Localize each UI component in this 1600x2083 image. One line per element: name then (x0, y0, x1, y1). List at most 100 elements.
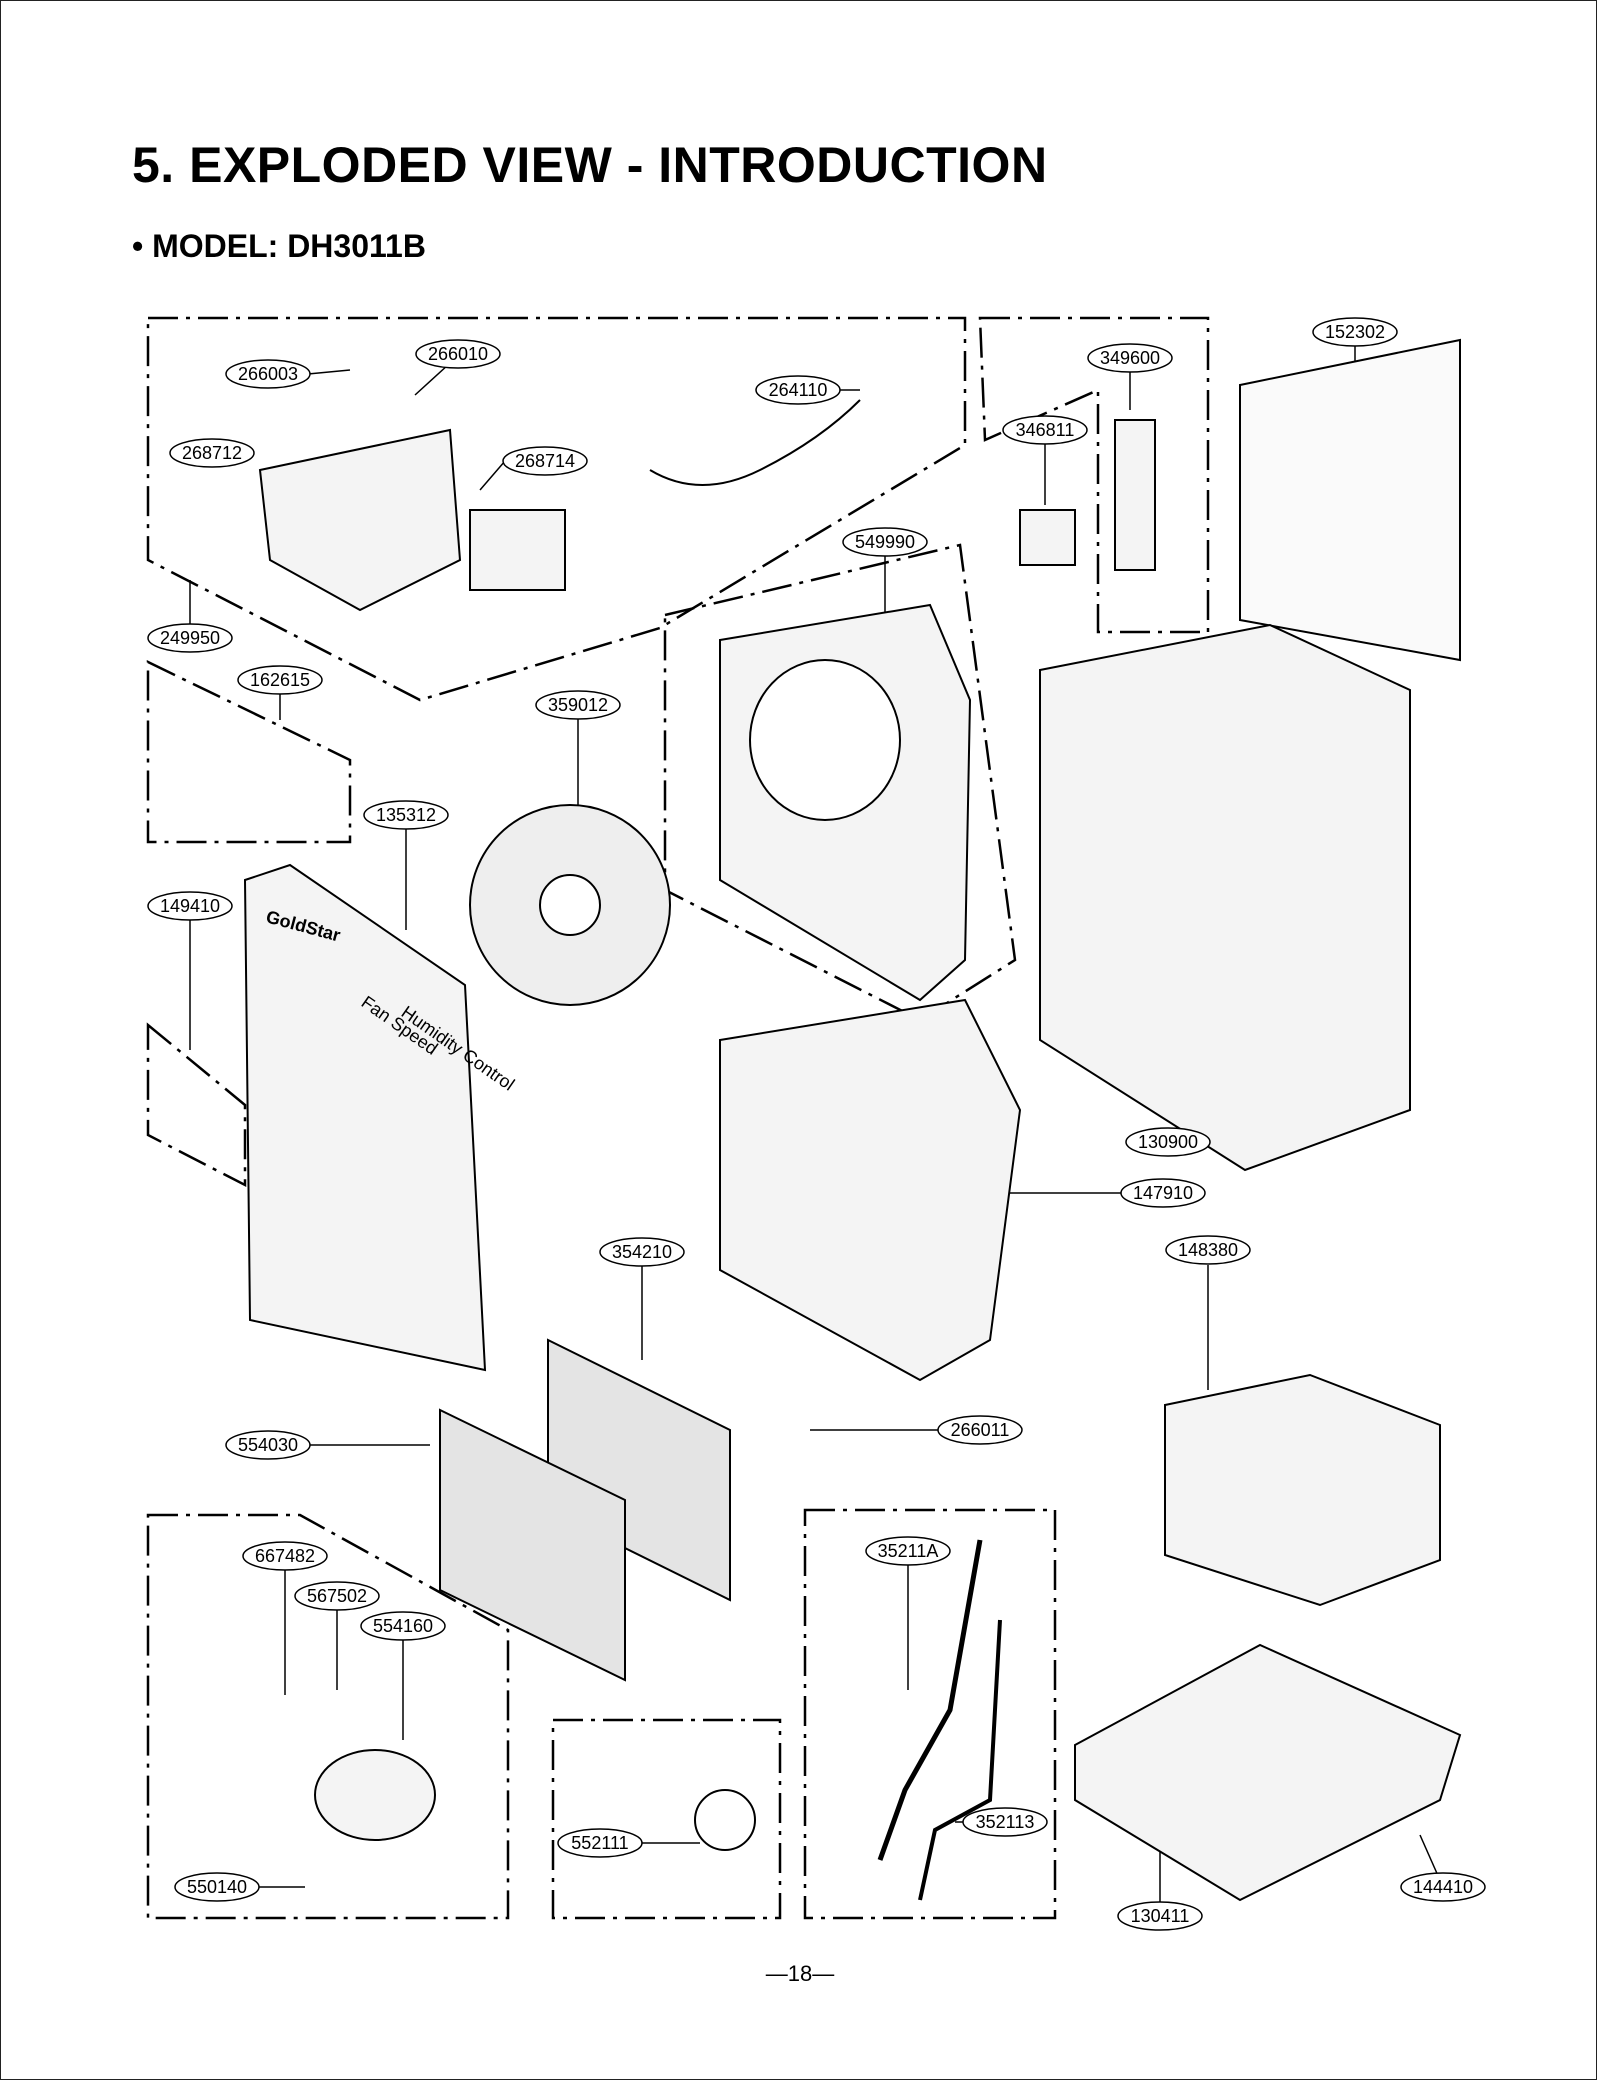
part-callout-268712: 268712 (169, 438, 255, 468)
group-frame-electrical (146, 316, 967, 702)
power-cord-shape (649, 399, 861, 486)
callout-label: 152302 (1325, 322, 1385, 342)
callout-ellipse (1165, 1235, 1251, 1265)
callout-ellipse (599, 1237, 685, 1267)
part-callout-249950: 249950 (147, 623, 233, 653)
callout-ellipse (225, 359, 311, 389)
group-frame-wire-harness (146, 660, 352, 844)
callout-label: 266003 (238, 364, 298, 384)
callout-ellipse (502, 446, 588, 476)
part-callout-567502: 567502 (294, 1581, 380, 1611)
callout-label: 268712 (182, 443, 242, 463)
callout-ellipse (842, 527, 928, 557)
callout-label: 268714 (515, 451, 575, 471)
control-box-shape (258, 428, 462, 612)
callout-label: 266011 (951, 1420, 1010, 1440)
base-pan-shape (1074, 1643, 1462, 1902)
drain-pipe-2-shape (918, 1619, 1002, 1901)
part-callout-667482: 667482 (242, 1541, 328, 1571)
group-frame-vane-motor (978, 316, 1210, 634)
part-callout-35211A: 35211A (865, 1536, 951, 1566)
part-callout-550140: 550140 (174, 1872, 260, 1902)
page-title: 5. EXPLODED VIEW - INTRODUCTION (132, 137, 1048, 193)
part-callout-352113: 352113 (962, 1807, 1048, 1837)
part-callout-554160: 554160 (360, 1611, 446, 1641)
callout-ellipse (147, 623, 233, 653)
callout-ellipse (360, 1611, 446, 1641)
callout-ellipse (294, 1581, 380, 1611)
part-callout-266011: 266011 (937, 1415, 1023, 1445)
fan-hub-shape (539, 874, 601, 936)
callout-ellipse (147, 891, 233, 921)
model-subtitle: • MODEL: DH3011B (132, 228, 426, 264)
page-number: —18— (765, 1961, 835, 1986)
callout-ellipse (237, 665, 323, 695)
condenser-front-shape (439, 1408, 626, 1682)
cabinet-shape (1039, 623, 1411, 1172)
callout-ellipse (557, 1828, 643, 1858)
callout-ellipse (1087, 343, 1173, 373)
part-callout-144410: 144410 (1400, 1872, 1486, 1902)
callout-label: 346811 (1016, 420, 1075, 440)
part-callout-135312: 135312 (363, 800, 449, 830)
callout-ellipse (535, 690, 621, 720)
callout-label: 35211A (878, 1541, 939, 1561)
group-frame-capillary (551, 1718, 782, 1920)
callout-label: 550140 (187, 1877, 247, 1897)
callout-label: 249950 (160, 628, 220, 648)
group-frame-drain-pipes (803, 1508, 1057, 1920)
callout-ellipse (1125, 1127, 1211, 1157)
group-frame-knobs (146, 1022, 247, 1188)
callout-ellipse (962, 1807, 1048, 1837)
front-panel-shape (243, 863, 487, 1372)
base-frame-shape (719, 998, 1022, 1382)
callout-label: 130411 (1131, 1906, 1190, 1926)
part-callout-354210: 354210 (599, 1237, 685, 1267)
group-frame-compressor (146, 1513, 510, 1920)
callout-label: 349600 (1100, 348, 1160, 368)
part-callout-162615: 162615 (237, 665, 323, 695)
callout-ellipse (1312, 317, 1398, 347)
callout-ellipse (1117, 1901, 1203, 1931)
part-callout-130900: 130900 (1125, 1127, 1211, 1157)
part-callout-554030: 554030 (225, 1430, 311, 1460)
callout-label: 135312 (376, 805, 436, 825)
callout-label: 148380 (1178, 1240, 1238, 1260)
callout-ellipse (174, 1872, 260, 1902)
callout-ellipse (1002, 415, 1088, 445)
part-callout-268714: 268714 (502, 446, 588, 476)
part-callout-152302: 152302 (1312, 317, 1398, 347)
callout-label: 667482 (255, 1546, 315, 1566)
drain-pipe-shape (877, 1539, 983, 1861)
part-callout-349600: 349600 (1087, 343, 1173, 373)
callout-label: 147910 (1133, 1183, 1193, 1203)
callout-label: 144410 (1413, 1877, 1473, 1897)
callout-label: 149410 (160, 896, 220, 916)
part-callout-346811: 346811 (1002, 415, 1088, 445)
part-callout-147910: 147910 (1120, 1178, 1206, 1208)
vane-bracket-shape (1114, 419, 1156, 571)
filter-grille-shape (1239, 338, 1461, 662)
callout-ellipse (937, 1415, 1023, 1445)
callout-ellipse (865, 1536, 951, 1566)
group-frame-fan-housing (663, 543, 1017, 1022)
callout-ellipse (242, 1541, 328, 1571)
callout-ellipse (755, 375, 841, 405)
part-callout-149410: 149410 (147, 891, 233, 921)
part-callout-148380: 148380 (1165, 1235, 1251, 1265)
callout-label: 554030 (238, 1435, 298, 1455)
part-callout-264110: 264110 (755, 375, 841, 405)
part-callout-266003: 266003 (225, 359, 311, 389)
water-bucket-shape (1164, 1373, 1441, 1607)
callout-ellipse (1120, 1178, 1206, 1208)
callout-label: 567502 (307, 1586, 367, 1606)
callout-label: 352113 (976, 1812, 1035, 1832)
vane-motor-shape (1019, 509, 1076, 566)
callout-ellipse (363, 800, 449, 830)
callout-label: 552111 (571, 1833, 628, 1853)
callout-ellipse (169, 438, 255, 468)
callout-ellipse (415, 339, 501, 369)
